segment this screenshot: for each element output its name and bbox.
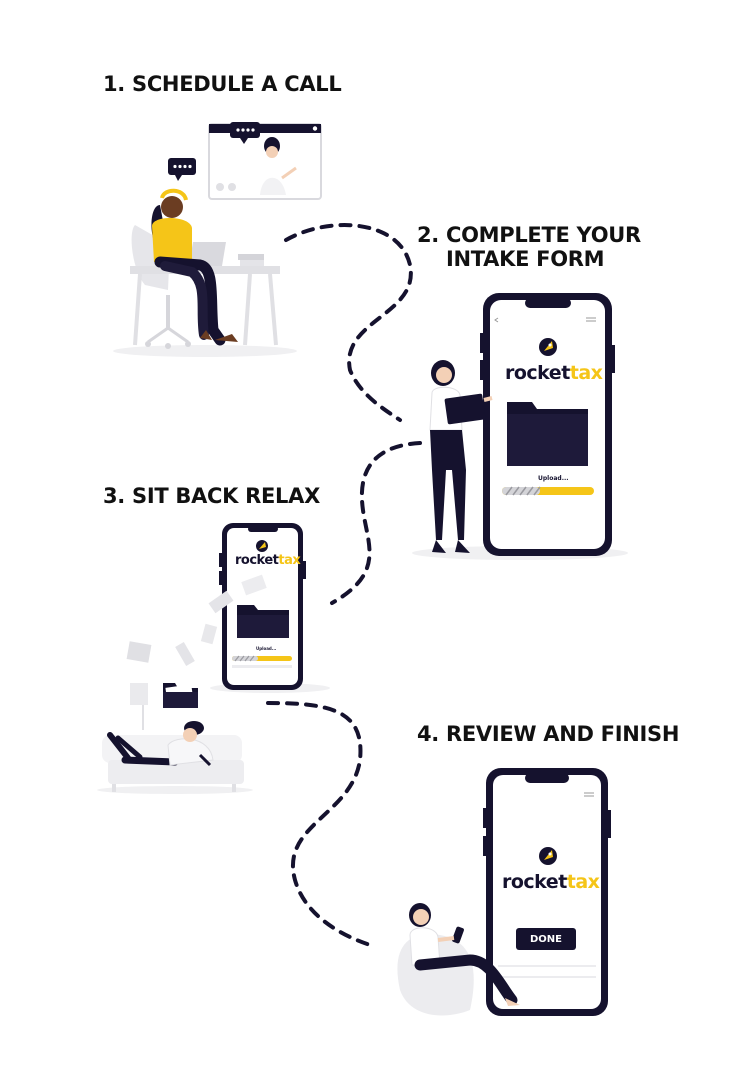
folder-icon [237, 605, 289, 638]
rocket-logo-icon [539, 847, 557, 865]
connector-1-to-2 [284, 223, 413, 422]
done-button[interactable]: DONE [516, 928, 576, 950]
brand-text-rocket: rocket [235, 553, 279, 568]
brand-text-rocket: rocket [505, 362, 570, 384]
brand-text-tax: tax [569, 362, 603, 384]
step-2-title-line1: 2. COMPLETE YOUR [417, 223, 641, 247]
brand-logo-text: rockettax [235, 553, 301, 568]
upload-label: Upload... [256, 646, 277, 651]
step-3-title: 3. SIT BACK RELAX [103, 484, 320, 508]
chat-bubble-icon [168, 158, 196, 181]
step-1-title: 1. SCHEDULE A CALL [103, 72, 342, 96]
woman-with-folder-illustration [429, 360, 493, 553]
video-call-window [208, 123, 322, 200]
phone-uploading [210, 523, 330, 693]
chat-bubble-icon [230, 122, 260, 144]
folder-icon [163, 683, 198, 708]
brand-logo-text: rockettax [505, 362, 603, 384]
rocket-logo-icon [539, 338, 557, 356]
flying-papers-illustration [126, 574, 267, 730]
rocket-logo-icon [256, 540, 268, 552]
brand-logo-text: rockettax [502, 871, 600, 893]
step-4-title: 4. REVIEW AND FINISH [417, 722, 680, 746]
woman-at-desk-illustration [113, 188, 297, 357]
upload-label: Upload... [538, 475, 569, 482]
relaxing-woman-illustration [97, 721, 253, 794]
brand-text-rocket: rocket [502, 871, 567, 893]
connector-3-to-4 [266, 701, 372, 947]
step-2-title-line2: INTAKE FORM [446, 247, 605, 271]
phone-done [483, 768, 611, 1016]
brand-text-tax: tax [566, 871, 600, 893]
folder-icon [507, 402, 588, 466]
connector-2-to-3 [330, 441, 422, 605]
woman-on-beanbag-illustration [397, 903, 520, 1016]
phone-intake-form [412, 293, 628, 560]
done-button-label: DONE [529, 933, 562, 945]
brand-text-tax: tax [278, 553, 301, 568]
